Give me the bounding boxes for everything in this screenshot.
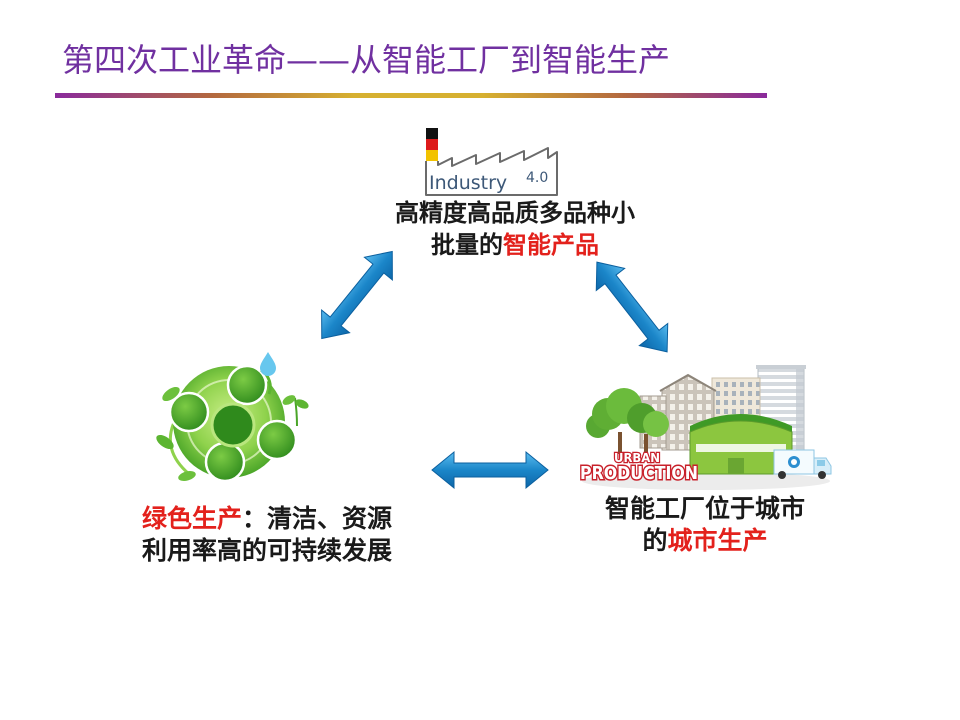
bubble-right [256,419,298,461]
left-caption-line1: 绿色生产：清洁、资源 [142,503,392,535]
truck-wheel [818,471,826,479]
double-arrow-icon-bottom [431,450,549,490]
tower-side [796,368,804,458]
left-caption-highlight: 绿色生产 [142,504,243,533]
urban-production-illustration: URBAN PRODUCTION [579,365,832,490]
right-caption-line2: 的城市生产 [580,525,830,557]
sprout-stem [294,397,298,427]
tree-canopy [643,411,669,437]
title-underline [55,93,767,98]
truck-window [817,460,825,466]
leaf-icon [178,471,196,481]
top-node-caption: 高精度高品质多品种小 批量的智能产品 [385,197,645,261]
truck-logo-center [791,459,797,465]
right-caption-line1: 智能工厂位于城市 [604,494,805,523]
factory-window-strip [696,444,786,452]
water-drop-icon [260,352,276,376]
bubble-bottom [204,441,246,483]
top-caption-line2: 批量的智能产品 [385,229,645,261]
top-caption-highlight: 智能产品 [503,231,599,259]
leaf-icon [162,386,180,402]
double-arrow-icon-top-right [595,261,669,353]
urban-label-line1: URBAN [614,451,660,465]
urban-label-line2: PRODUCTION [580,463,698,484]
top-caption-line1: 高精度高品质多品种小 [395,199,635,227]
right-caption-highlight: 城市生产 [667,526,768,555]
top-caption-plain: 批量的 [431,231,503,259]
tree-trunk [644,434,648,454]
leaf-icon [156,434,174,450]
right-caption-plain: 的 [642,526,668,555]
apartment-roof [659,373,717,392]
bubble-left [168,391,210,433]
industry-4-0-logo: Industry 4.0 [425,128,558,196]
flag-stripe-red [426,139,438,150]
sprout-leaf-icon [295,399,309,409]
factory-hall-roof [690,414,792,432]
logo-version: 4.0 [526,170,548,186]
left-node-caption: 绿色生产：清洁、资源 利用率高的可持续发展 [142,503,392,567]
ground-shadow [582,472,830,490]
left-caption-line2: 利用率高的可持续发展 [142,536,393,565]
factory-door [728,458,744,474]
right-node-caption: 智能工厂位于城市 的城市生产 [580,493,830,557]
green-production-icon [156,352,309,483]
tree-trunk [618,432,622,454]
slide-title: 第四次工业革命——从智能工厂到智能生产 [62,41,671,79]
bubble-top [226,364,268,406]
left-caption-plain: ：清洁、资源 [242,504,393,533]
flag-stripe-black [426,128,438,139]
factory-outline [425,147,558,196]
flag-stripe-gold [426,150,438,161]
tower-roof [756,365,806,369]
sprout-leaf-icon [282,395,296,405]
truck-wheel [778,471,786,479]
logo-word: Industry [429,172,507,194]
bubble-center [210,402,256,448]
